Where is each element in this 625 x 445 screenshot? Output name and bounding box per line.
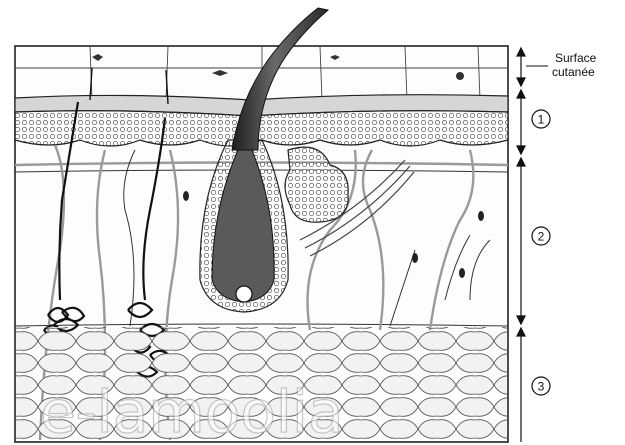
surface-label-line2: cutanée (552, 65, 595, 79)
layer1-label: 1 (538, 113, 545, 127)
layer-labels: Surface cutanée 1 2 3 (532, 51, 597, 395)
surface-label-line1: Surface (555, 51, 597, 65)
skin-block (15, 8, 508, 442)
watermark: e-lamoolia (40, 378, 344, 445)
layer2-label: 2 (538, 230, 545, 244)
layer3-label: 3 (538, 380, 545, 394)
